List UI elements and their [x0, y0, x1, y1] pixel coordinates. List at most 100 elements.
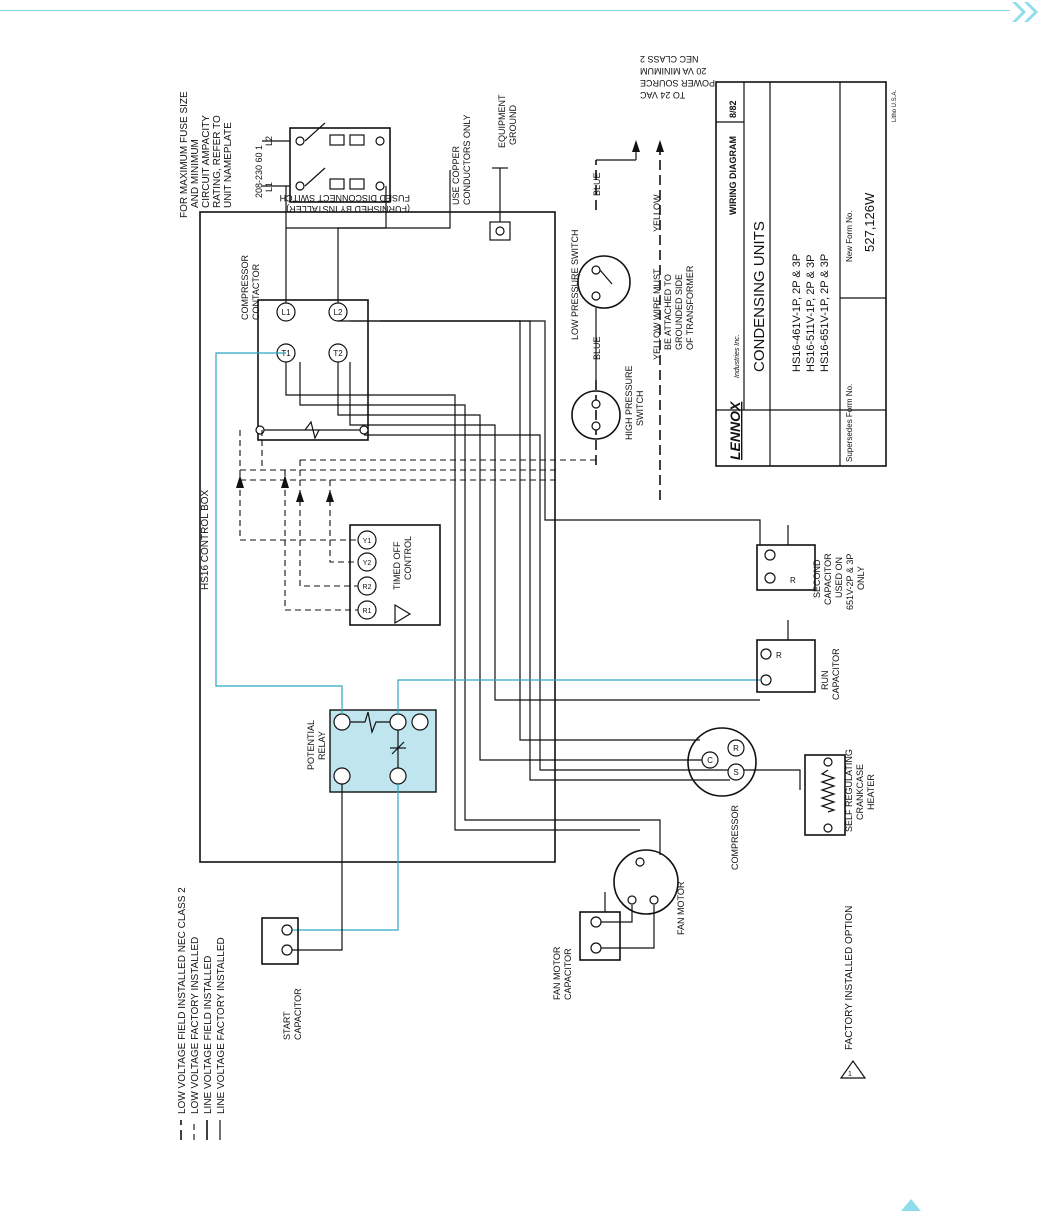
svg-text:SWITCH: SWITCH [635, 391, 645, 427]
control-box-outline [199, 211, 556, 863]
svg-text:L1: L1 [264, 182, 274, 192]
control-box-label: HS16 CONTROL BOX [200, 489, 211, 590]
svg-text:AND MINIMUM: AND MINIMUM [190, 139, 201, 208]
svg-text:USED ON: USED ON [834, 557, 844, 598]
svg-text:CAPACITOR: CAPACITOR [293, 988, 303, 1040]
line-voltage-wiring [285, 170, 801, 855]
svg-text:TO 24 VAC: TO 24 VAC [640, 90, 686, 100]
svg-text:Litho U.S.A.: Litho U.S.A. [892, 90, 898, 122]
brand-logo: LENNOX [727, 400, 743, 460]
svg-text:FAN MOTOR: FAN MOTOR [676, 881, 686, 935]
start-capacitor: START CAPACITOR [261, 784, 343, 1040]
factory-option-label: FACTORY INSTALLED OPTION [844, 906, 855, 1050]
svg-text:ONLY: ONLY [856, 566, 866, 590]
svg-text:L2: L2 [334, 308, 343, 317]
triangle-up-icon[interactable] [900, 1198, 922, 1212]
svg-text:CIRCUIT AMPACITY: CIRCUIT AMPACITY [201, 115, 212, 208]
svg-text:TIMED OFF: TIMED OFF [392, 541, 402, 590]
svg-text:NEC CLASS 2: NEC CLASS 2 [640, 54, 699, 64]
fan-motor: FAN MOTOR [613, 849, 686, 935]
svg-text:COMPRESSOR: COMPRESSOR [240, 254, 250, 320]
svg-text:HS16-461V-1P, 2P & 3P: HS16-461V-1P, 2P & 3P [791, 254, 803, 372]
svg-text:BLUE: BLUE [592, 336, 602, 360]
crankcase-heater: SELF REGULATING CRANKCASE HEATER [804, 749, 876, 836]
svg-text:HS16-511V-1P, 2P & 3P: HS16-511V-1P, 2P & 3P [805, 255, 817, 372]
svg-text:8/82: 8/82 [728, 100, 738, 118]
svg-text:UNIT NAMEPLATE: UNIT NAMEPLATE [223, 122, 234, 208]
legend: LOW VOLTAGE FIELD INSTALLED NEC CLASS 2 … [177, 887, 867, 1140]
second-capacitor: R SECOND CAPACITOR USED ON 651V-2P & 3P … [756, 525, 866, 610]
svg-text:FAN MOTOR: FAN MOTOR [552, 946, 562, 1000]
svg-text:CAPACITOR: CAPACITOR [823, 553, 833, 605]
svg-text:RATING, REFER TO: RATING, REFER TO [212, 115, 223, 208]
high-pressure-switch [571, 390, 621, 440]
svg-text:COMPRESSOR: COMPRESSOR [730, 804, 740, 870]
form-number: 527,126W [862, 192, 877, 252]
potential-relay: POTENTIAL RELAY [215, 352, 760, 931]
svg-text:FUSED DISCONNECT SWITCH: FUSED DISCONNECT SWITCH [280, 193, 410, 203]
double-chevron-right-icon[interactable] [1010, 0, 1046, 24]
legend-item: LINE VOLTAGE FIELD INSTALLED [203, 956, 214, 1114]
svg-text:HEATER: HEATER [866, 774, 876, 810]
svg-text:CONTROL: CONTROL [403, 536, 413, 580]
legend-item: LOW VOLTAGE FIELD INSTALLED NEC CLASS 2 [177, 887, 188, 1114]
svg-text:L1: L1 [282, 308, 291, 317]
svg-text:CONTACTOR: CONTACTOR [251, 263, 261, 320]
copper-note: USE COPPER [451, 145, 461, 205]
low-pressure-switch [577, 255, 631, 309]
svg-text:CRANKCASE: CRANKCASE [855, 764, 865, 820]
svg-text:START: START [282, 1011, 292, 1040]
svg-text:SELF REGULATING: SELF REGULATING [844, 749, 854, 832]
svg-text:Industries Inc.: Industries Inc. [734, 334, 741, 378]
svg-text:POWER SOURCE: POWER SOURCE [640, 78, 715, 88]
svg-text:OF TRANSFORMER: OF TRANSFORMER [685, 265, 695, 350]
svg-text:R: R [790, 576, 796, 585]
svg-text:651V-2P & 3P: 651V-2P & 3P [845, 554, 855, 610]
svg-text:Y1: Y1 [363, 538, 372, 545]
svg-text:SECOND: SECOND [812, 559, 822, 598]
svg-text:HIGH PRESSURE: HIGH PRESSURE [624, 365, 634, 440]
svg-text:CAPACITOR: CAPACITOR [831, 648, 841, 700]
run-capacitor: R RUN CAPACITOR [756, 620, 841, 700]
svg-text:CAPACITOR: CAPACITOR [563, 948, 573, 1000]
compressor: C R S COMPRESSOR [687, 727, 757, 870]
title-block: LENNOX Industries Inc. WIRING DIAGRAM 8/… [715, 81, 898, 467]
ground-label: GROUND [508, 105, 518, 145]
svg-text:208-230 60 1: 208-230 60 1 [254, 145, 264, 198]
svg-text:HS16-651V-1P, 2P & 3P: HS16-651V-1P, 2P & 3P [819, 254, 831, 372]
svg-text:New Form No.: New Form No. [845, 210, 854, 262]
svg-text:LOW PRESSURE SWITCH: LOW PRESSURE SWITCH [570, 229, 580, 340]
svg-text:T2: T2 [333, 349, 343, 358]
svg-text:RUN: RUN [820, 671, 830, 691]
ground-label: EQUIPMENT [497, 94, 507, 148]
legend-item: LOW VOLTAGE FACTORY INSTALLED [190, 937, 201, 1114]
copper-note: CONDUCTORS ONLY [462, 114, 472, 205]
svg-text:BE ATTACHED TO: BE ATTACHED TO [663, 274, 673, 350]
svg-text:S: S [733, 768, 738, 777]
svg-text:YELLOW: YELLOW [652, 194, 662, 232]
compressor-contactor: COMPRESSOR CONTACTOR T1 L1 T2 L2 [240, 186, 387, 441]
legend-item: LINE VOLTAGE FACTORY INSTALLED [216, 937, 227, 1114]
low-voltage-switches: TO 24 VAC POWER SOURCE 20 VA MINIMUM NEC… [570, 54, 715, 500]
fused-disconnect-switch: FOR MAXIMUM FUSE SIZE AND MINIMUM CIRCUI… [179, 91, 410, 218]
svg-text:FOR MAXIMUM FUSE SIZE: FOR MAXIMUM FUSE SIZE [179, 91, 190, 218]
factory-option-symbol: 1 [848, 1071, 852, 1078]
svg-text:R2: R2 [363, 584, 372, 591]
svg-text:(FURNISHED BY INSTALLER): (FURNISHED BY INSTALLER) [286, 204, 410, 214]
fan-motor-capacitor: FAN MOTOR CAPACITOR [552, 892, 655, 1000]
timed-off-control: Y1 Y2 R2 R1 TIMED OFF CONTROL [349, 524, 441, 626]
svg-text:RELAY: RELAY [317, 731, 327, 760]
diagram-title: CONDENSING UNITS [751, 221, 768, 372]
svg-text:WIRING DIAGRAM: WIRING DIAGRAM [728, 136, 738, 215]
svg-text:GROUNDED SIDE: GROUNDED SIDE [674, 274, 684, 350]
svg-text:BLUE: BLUE [592, 172, 602, 196]
svg-text:Y2: Y2 [363, 560, 372, 567]
svg-text:R: R [733, 744, 739, 753]
svg-text:R1: R1 [363, 608, 372, 615]
svg-text:20 VA MINIMUM: 20 VA MINIMUM [640, 66, 706, 76]
svg-text:C: C [707, 756, 713, 765]
svg-text:T1: T1 [281, 349, 291, 358]
svg-text:R: R [776, 651, 782, 660]
svg-text:Supersedes Form No.: Supersedes Form No. [845, 384, 854, 462]
